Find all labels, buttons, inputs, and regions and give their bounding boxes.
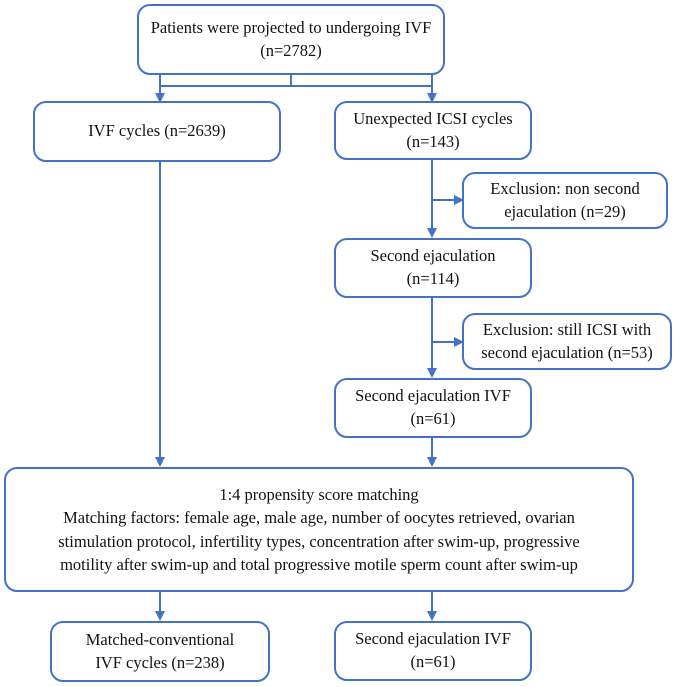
box-line: motility after swim-up and total progres…	[60, 554, 578, 574]
box-line: (n=2782)	[260, 40, 322, 60]
box-line: Exclusion: non second	[490, 178, 640, 198]
box-line: (n=114)	[406, 269, 460, 288]
box-line: ejaculation (n=29)	[504, 201, 626, 221]
box-line: (n=61)	[410, 652, 456, 671]
box-final-second-ejaculation-ivf: Second ejaculation IVF (n=61)	[334, 621, 532, 681]
box-line: Second ejaculation IVF	[355, 386, 511, 406]
box-line: Matched-conventional	[85, 629, 235, 649]
box-unexpected-icsi: Unexpected ICSI cycles (n=143)	[334, 101, 532, 160]
box-line: (n=143)	[406, 131, 460, 151]
box-line: Unexpected ICSI cycles	[353, 108, 513, 128]
box-line: stimulation protocol, infertility types,…	[58, 531, 580, 551]
box-line: Matching factors: female age, male age, …	[63, 508, 575, 528]
box-second-ejaculation-ivf: Second ejaculation IVF (n=61)	[334, 378, 532, 438]
box-propensity-score-matching: 1:4 propensity score matching Matching f…	[4, 467, 634, 592]
box-line: Patients were projected to undergoing IV…	[150, 17, 432, 37]
box-exclusion-non-second: Exclusion: non second ejaculation (n=29)	[462, 172, 668, 229]
box-line: Second ejaculation	[370, 246, 496, 266]
box-line: Exclusion: still ICSI with	[482, 319, 652, 339]
box-second-ejaculation: Second ejaculation (n=114)	[334, 238, 532, 298]
box-line: Second ejaculation IVF	[355, 629, 511, 649]
box-patients-projected: Patients were projected to undergoing IV…	[137, 4, 445, 75]
box-line: 1:4 propensity score matching	[219, 484, 419, 504]
box-exclusion-still-icsi: Exclusion: still ICSI with second ejacul…	[462, 313, 672, 370]
box-matched-conventional: Matched-conventional IVF cycles (n=238)	[50, 621, 270, 682]
box-line: second ejaculation (n=53)	[481, 342, 653, 362]
box-line: (n=61)	[410, 409, 456, 428]
box-ivf-cycles: IVF cycles (n=2639)	[33, 101, 281, 162]
box-line: IVF cycles (n=2639)	[88, 121, 226, 141]
box-line: IVF cycles (n=238)	[95, 652, 225, 672]
